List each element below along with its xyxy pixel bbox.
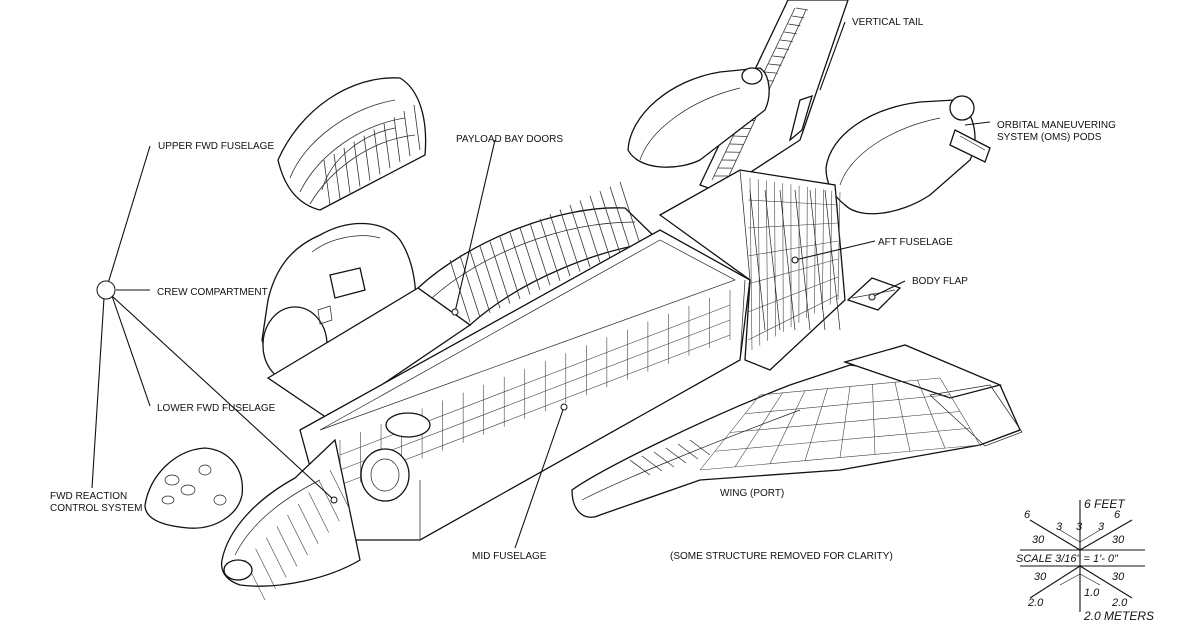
scale-ratio-upper-left: 30 (1032, 534, 1045, 546)
label-aft-fuselage: AFT FUSELAGE (878, 237, 953, 248)
crew-hub-dot (96, 280, 116, 300)
label-wing-port: WING (PORT) (720, 488, 784, 499)
scale-ratio-lower-right: 30 (1112, 571, 1125, 583)
label-payload-bay-doors: PAYLOAD BAY DOORS (456, 134, 563, 145)
scale-feet-tick-left6: 6 (1024, 509, 1031, 521)
body-flap (846, 277, 902, 311)
label-oms-pods-line2: SYSTEM (OMS) PODS (997, 132, 1102, 143)
label-structure-note: (SOME STRUCTURE REMOVED FOR CLARITY) (670, 551, 893, 562)
scale-meter-tick-right: 2.0 (1111, 597, 1128, 609)
oms-pod-left (627, 67, 770, 168)
label-mid-fuselage: MID FUSELAGE (472, 551, 547, 562)
aft-fuselage (658, 169, 846, 371)
scale-ratio-upper-right: 30 (1112, 534, 1125, 546)
label-upper-fwd-fuselage: UPPER FWD FUSELAGE (158, 141, 274, 152)
upper-fwd-fuselage (277, 77, 427, 211)
payload-bay-doors (266, 181, 662, 421)
fwd-reaction-control-system (144, 447, 243, 529)
label-body-flap: BODY FLAP (912, 276, 968, 287)
scale-feet-tick-right6: 6 (1114, 509, 1121, 521)
scale-meter-tick-center: 1.0 (1084, 587, 1100, 599)
scale-feet-label: 6 FEET (1084, 497, 1126, 511)
label-vertical-tail: VERTICAL TAIL (852, 17, 924, 28)
callout-dots (96, 256, 876, 504)
oms-pod-right (825, 95, 991, 215)
wing-port (571, 344, 1023, 518)
scale-indicator: 6 FEET 6 3 3 3 6 30 30 SCALE 3/16" = 1'-… (1016, 497, 1154, 623)
scale-feet-tick-center3: 3 (1076, 521, 1083, 533)
lower-fwd-fuselage (220, 438, 361, 601)
leader-lines (91, 21, 991, 549)
label-lower-fwd-fuselage: LOWER FWD FUSELAGE (157, 403, 276, 414)
scale-feet-tick-left3: 3 (1056, 521, 1063, 533)
label-fwd-rcs-line1: FWD REACTION (50, 491, 127, 502)
scale-feet-tick-right3: 3 (1098, 521, 1105, 533)
label-fwd-rcs-line2: CONTROL SYSTEM (50, 503, 142, 514)
label-crew-compartment: CREW COMPARTMENT (157, 287, 268, 298)
scale-ratio-lower-left: 30 (1034, 571, 1047, 583)
scale-meter-tick-left: 2.0 (1027, 597, 1044, 609)
scale-text: SCALE 3/16" = 1'- 0" (1016, 553, 1119, 565)
label-oms-pods-line1: ORBITAL MANEUVERING (997, 120, 1116, 131)
scale-meters-label: 2.0 METERS (1083, 609, 1154, 623)
labels: VERTICAL TAIL ORBITAL MANEUVERING SYSTEM… (50, 17, 1116, 562)
